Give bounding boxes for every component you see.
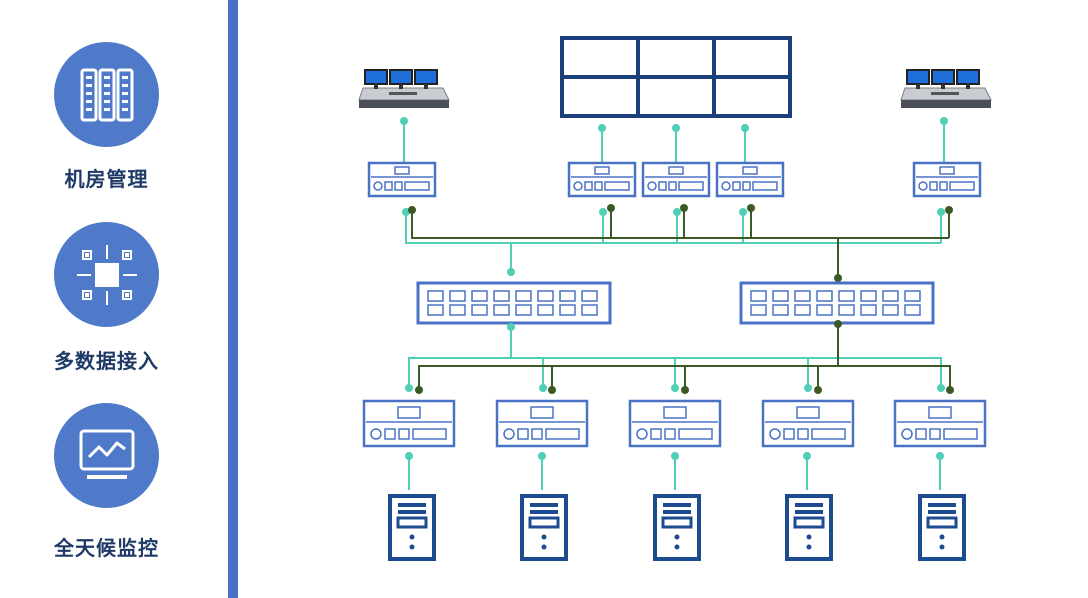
network-switch-2 bbox=[739, 281, 935, 325]
upper-green-bus bbox=[408, 204, 953, 282]
operator-console-left bbox=[358, 69, 450, 109]
divider-bar bbox=[228, 0, 238, 598]
lower-teal-bus bbox=[405, 323, 945, 392]
video-wall bbox=[560, 36, 792, 118]
decoder-1 bbox=[362, 399, 456, 448]
encoder-3 bbox=[641, 161, 711, 198]
feature-sidebar: 机房管理 多数据接入 bbox=[0, 0, 228, 598]
encoder-4 bbox=[715, 161, 785, 198]
decoder-3 bbox=[628, 399, 722, 448]
decoder-5 bbox=[893, 399, 987, 448]
server-1 bbox=[388, 494, 436, 561]
server-2 bbox=[520, 494, 568, 561]
monitor-chart-icon bbox=[54, 403, 159, 508]
upper-teal-bus bbox=[402, 208, 945, 276]
top-links bbox=[400, 117, 948, 162]
server-rack-icon bbox=[54, 42, 159, 147]
feature-label-multi-data-access: 多数据接入 bbox=[54, 349, 159, 373]
network-topology-diagram bbox=[358, 36, 992, 561]
encoder-2 bbox=[567, 161, 637, 198]
encoder-5 bbox=[912, 161, 982, 198]
decoder-4 bbox=[761, 399, 855, 448]
server-links bbox=[405, 452, 944, 490]
feature-label-all-weather-monitoring: 全天候监控 bbox=[54, 536, 159, 560]
chip-network-icon bbox=[54, 222, 159, 327]
server-4 bbox=[785, 494, 833, 561]
feature-label-room-management: 机房管理 bbox=[64, 167, 149, 191]
server-5 bbox=[918, 494, 966, 561]
network-switch-1 bbox=[416, 281, 612, 325]
operator-console-right bbox=[900, 69, 992, 109]
decoder-2 bbox=[495, 399, 589, 448]
encoder-1 bbox=[367, 161, 437, 198]
lower-green-bus bbox=[415, 320, 954, 394]
server-3 bbox=[653, 494, 701, 561]
